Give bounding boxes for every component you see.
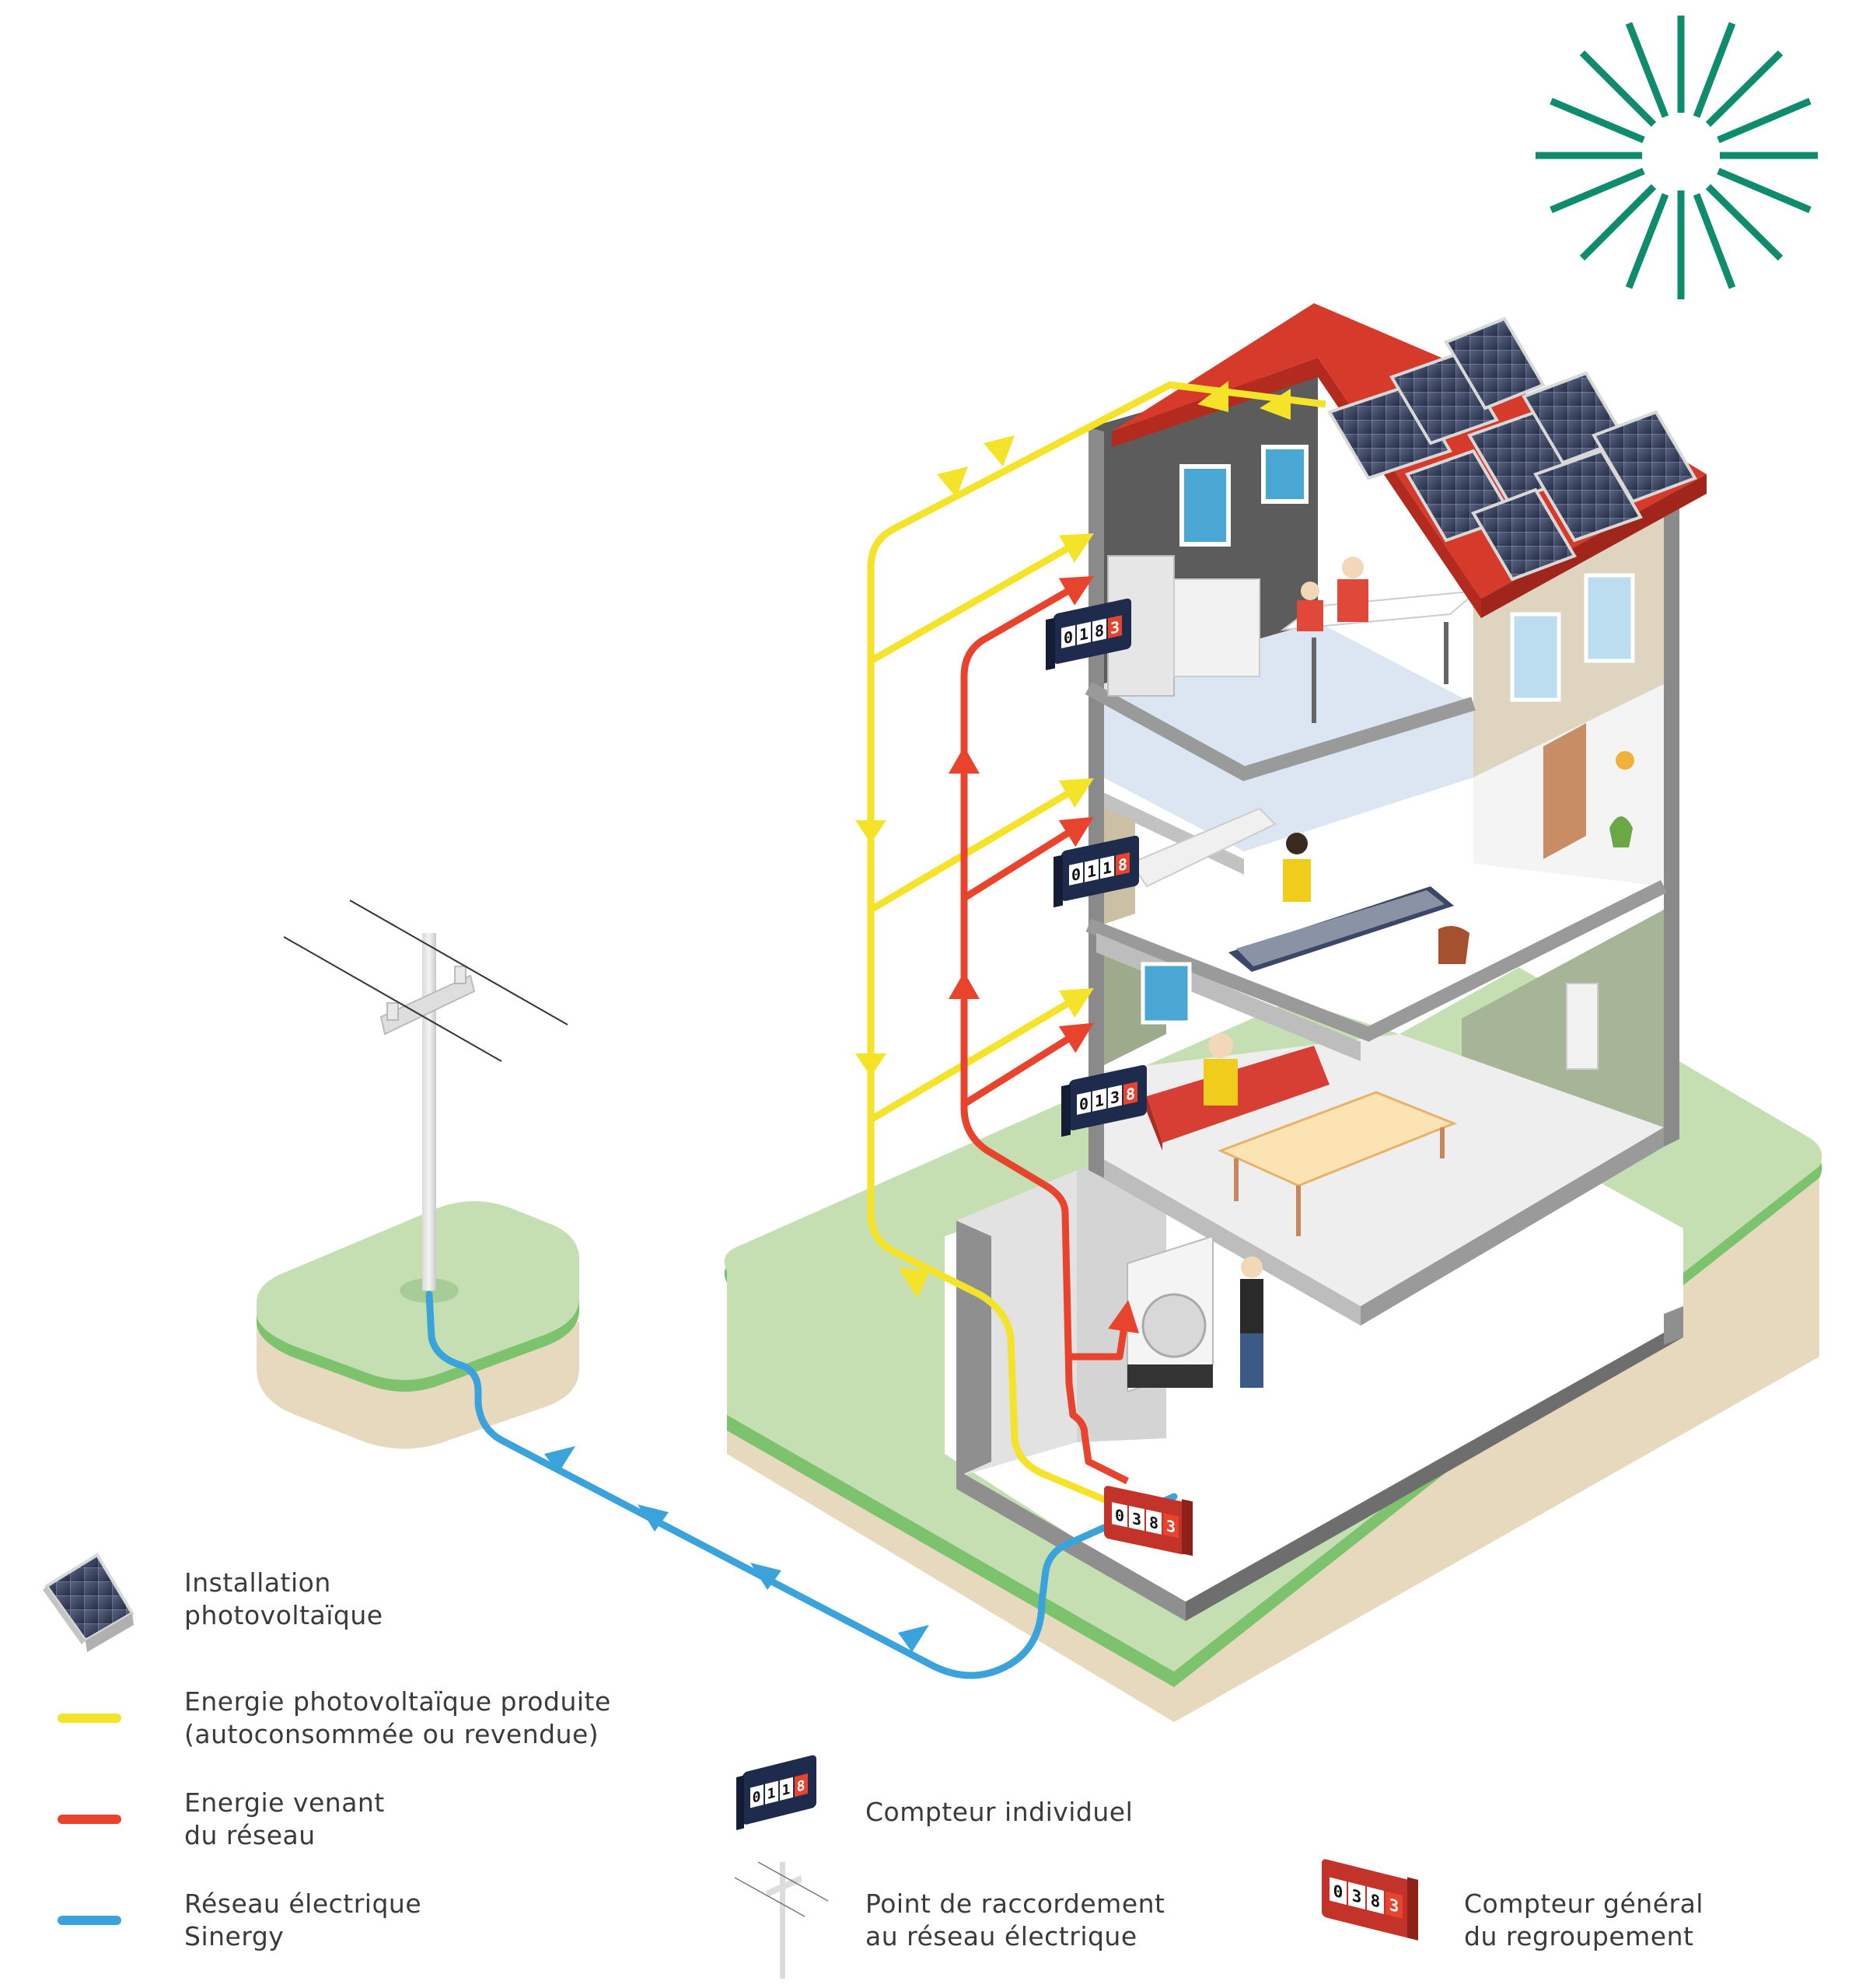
legend-text: Sinergy (184, 1921, 285, 1951)
meter-digit: 8 (1118, 854, 1127, 875)
legend-text: du réseau (184, 1820, 316, 1850)
meter-digit: 0 (1079, 1094, 1088, 1114)
meter-digit: 3 (1352, 1886, 1362, 1908)
legend-general-meter: Compteur général du regroupement (1464, 1888, 1703, 1953)
legend-pv-energy: Energie photovoltaïque produite (autocon… (184, 1686, 611, 1751)
meter-digit: 8 (1371, 1891, 1381, 1913)
grid-energy-lines (960, 575, 1140, 1485)
meter-digit: 3 (1389, 1895, 1399, 1917)
meter-digit: 3 (1110, 617, 1120, 638)
legend-individual-meter: Compteur individuel (865, 1796, 1133, 1829)
house (1085, 362, 1679, 1393)
meter-digit: 3 (1132, 1509, 1141, 1529)
meter-digit: 3 (1166, 1516, 1176, 1536)
legend-power-pole-icon (734, 1861, 829, 1979)
legend-text: au réseau électrique (865, 1921, 1137, 1951)
meter-digit: 0 (1064, 627, 1073, 648)
meter-digit: 3 (1110, 1087, 1120, 1107)
meter-digit: 1 (782, 1781, 791, 1799)
power-pole-icon (283, 900, 568, 1291)
meter-digit: 1 (1087, 861, 1096, 882)
meter-digit: 0 (1115, 1505, 1124, 1525)
legend-pv-install: Installation photovoltaïque (184, 1567, 383, 1632)
legend-connection-point: Point de raccordement au réseau électriq… (865, 1888, 1165, 1953)
pole-ground (257, 1201, 579, 1449)
meter-digit: 0 (1071, 865, 1081, 885)
individual-meter-floor3: 0 1 8 3 (1046, 598, 1131, 671)
sun-icon (1536, 16, 1818, 299)
legend-grid-network: Réseau électrique Sinergy (184, 1888, 421, 1953)
legend-text: (autoconsommée ou revendue) (184, 1719, 599, 1749)
legend-text: Energie venant (184, 1787, 385, 1818)
meter-digit: 1 (1079, 624, 1088, 645)
pv-energy-lines (867, 381, 1326, 1508)
individual-meter-floor1: 0 1 3 8 (1061, 1064, 1147, 1137)
meter-digit: 1 (1095, 1091, 1104, 1111)
legend-individual-meter-icon: 0 1 1 8 (736, 1755, 816, 1830)
individual-meter-floor2: 0 1 1 8 (1054, 835, 1139, 908)
legend-general-meter-icon: 0 3 8 3 (1322, 1859, 1418, 1941)
legend-text: Point de raccordement (865, 1888, 1165, 1919)
meter-digit: 8 (1126, 1084, 1135, 1104)
meter-digit: 1 (1102, 858, 1112, 878)
grid-arrowheads (949, 746, 980, 999)
legend-text: Energie photovoltaïque produite (184, 1686, 611, 1717)
meter-digit: 0 (753, 1788, 761, 1806)
legend-text: photovoltaïque (184, 1600, 383, 1630)
legend-text: Compteur individuel (865, 1797, 1134, 1827)
legend-text: Installation (184, 1567, 331, 1598)
meter-digit: 1 (767, 1785, 776, 1803)
legend-grid-energy: Energie venant du réseau (184, 1787, 385, 1852)
legend-text: Réseau électrique (184, 1888, 422, 1919)
general-meter: 0 3 8 3 (1104, 1486, 1193, 1557)
solar-panels (1327, 316, 1697, 582)
meter-digit: 8 (1095, 620, 1104, 641)
legend-text: Compteur général (1464, 1888, 1703, 1919)
legend-text: du regroupement (1464, 1921, 1694, 1951)
meter-digit: 8 (797, 1777, 805, 1795)
pv-arrowheads (855, 381, 1291, 1298)
meter-digit: 0 (1333, 1881, 1344, 1903)
legend-solar-panel-icon (43, 1553, 135, 1652)
meter-digit: 8 (1149, 1513, 1158, 1533)
network-line (425, 1291, 1178, 1679)
